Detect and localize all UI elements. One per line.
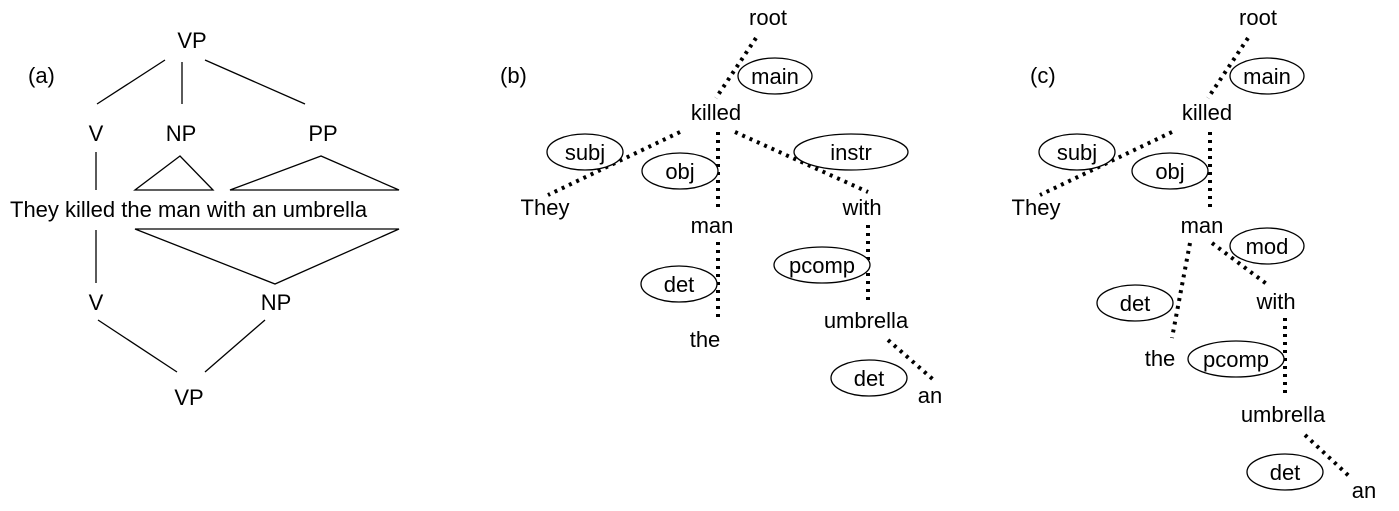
svg-text:subj: subj: [1057, 140, 1097, 165]
node-v-bottom: V: [89, 290, 104, 315]
svg-text:instr: instr: [830, 140, 872, 165]
svg-text:pcomp: pcomp: [1203, 347, 1269, 372]
word-with: with: [841, 195, 881, 220]
node-vp-top: VP: [177, 28, 206, 53]
panel-b: (b) main subj obj instr det: [500, 5, 942, 408]
word-they: They: [1012, 195, 1061, 220]
panel-a-label: (a): [28, 63, 55, 88]
relation-main: main: [1229, 57, 1305, 95]
node-vp-bottom: VP: [174, 385, 203, 410]
svg-text:obj: obj: [1155, 159, 1184, 184]
relation-pcomp: pcomp: [1187, 340, 1285, 378]
relation-obj: obj: [1131, 152, 1209, 190]
panel-c-label: (c): [1030, 63, 1056, 88]
edge-vp-v: [96, 59, 166, 105]
svg-text:det: det: [664, 272, 695, 297]
node-v-top: V: [89, 121, 104, 146]
relation-main: main: [737, 57, 813, 95]
word-root: root: [749, 5, 787, 30]
relation-obj: obj: [641, 152, 719, 190]
edge-man-with: [1210, 241, 1270, 287]
word-killed: killed: [691, 100, 741, 125]
word-man: man: [1181, 213, 1224, 238]
relation-subj: subj: [546, 133, 624, 171]
pp-triangle: [229, 155, 400, 191]
edge-vp-pp: [204, 59, 306, 105]
relation-pcomp: pcomp: [773, 246, 871, 284]
word-man: man: [691, 213, 734, 238]
edge-umbrella-an: [1303, 433, 1352, 479]
edge-np-vp-bottom: [204, 319, 266, 373]
word-the: the: [1145, 346, 1176, 371]
relation-det: det: [1096, 284, 1174, 322]
relation-mod: mod: [1229, 227, 1305, 265]
svg-text:det: det: [1120, 291, 1151, 316]
relation-det-2: det: [1246, 453, 1324, 491]
edge-man-the: [1170, 242, 1192, 339]
relation-det: det: [640, 265, 718, 303]
edge-umbrella-an: [886, 338, 938, 384]
np-triangle: [133, 155, 215, 191]
node-np-top: NP: [166, 121, 197, 146]
word-an: an: [918, 383, 942, 408]
word-with: with: [1255, 289, 1295, 314]
word-root: root: [1239, 5, 1277, 30]
edge-v-vp-bottom: [97, 319, 178, 373]
word-they: They: [521, 195, 570, 220]
relation-instr: instr: [793, 133, 909, 171]
panel-c: (c) main subj obj mod det: [1012, 5, 1377, 503]
word-umbrella: umbrella: [824, 308, 909, 333]
word-an: an: [1352, 478, 1376, 503]
svg-text:pcomp: pcomp: [789, 253, 855, 278]
panel-a: (a) VP V NP PP They killed the man with …: [10, 28, 400, 410]
svg-text:mod: mod: [1246, 234, 1289, 259]
relation-subj: subj: [1038, 133, 1116, 171]
node-pp-top: PP: [308, 121, 337, 146]
np-bottom-triangle: [134, 228, 400, 285]
relation-det-2: det: [830, 359, 908, 397]
svg-text:det: det: [854, 366, 885, 391]
svg-text:obj: obj: [665, 159, 694, 184]
svg-text:det: det: [1270, 460, 1301, 485]
word-killed: killed: [1182, 100, 1232, 125]
svg-text:subj: subj: [565, 140, 605, 165]
svg-text:main: main: [751, 64, 799, 89]
word-umbrella: umbrella: [1241, 402, 1326, 427]
word-the: the: [690, 327, 721, 352]
svg-text:main: main: [1243, 64, 1291, 89]
panel-b-label: (b): [500, 63, 527, 88]
sentence: They killed the man with an umbrella: [10, 197, 368, 222]
edge-killed-with: [734, 130, 869, 194]
node-np-bottom: NP: [261, 290, 292, 315]
